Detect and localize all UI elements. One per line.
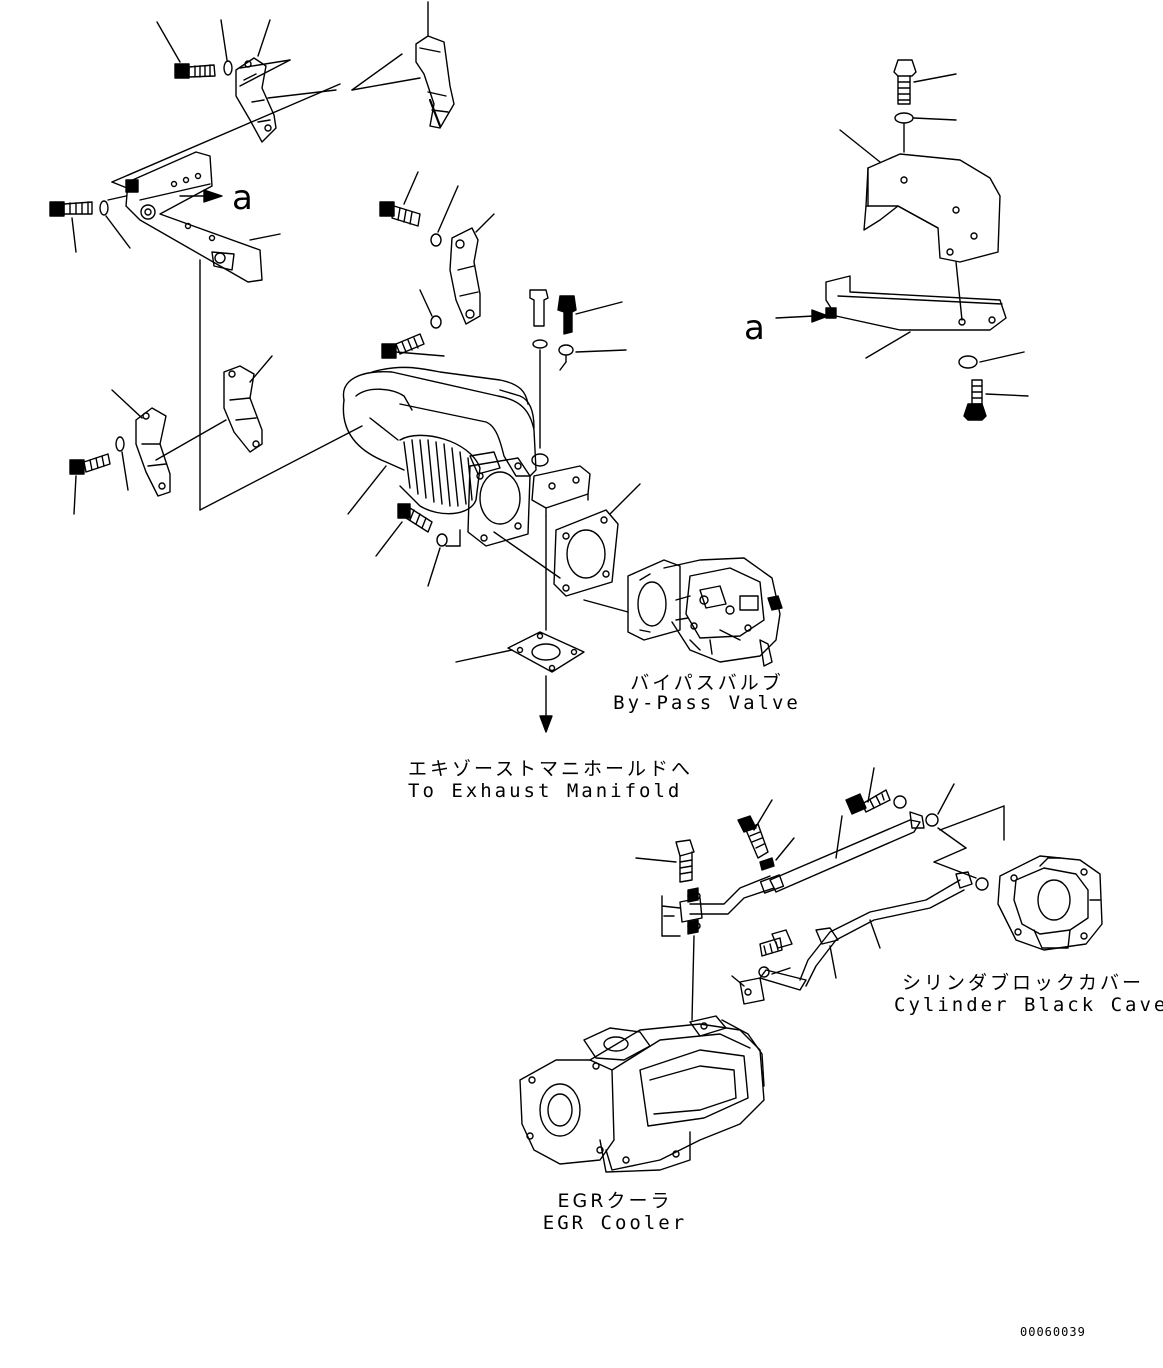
- bypass-valve: [627, 557, 783, 667]
- bypass-valve-label-en: By-Pass Valve: [613, 692, 801, 714]
- left-upper-bracket-group: [156, 19, 337, 143]
- left-lower-clamp-group: [69, 355, 273, 515]
- document-number: 00060039: [1020, 1325, 1086, 1339]
- reference-mark-left: a: [232, 178, 253, 218]
- pipe-top-bolts: [529, 289, 627, 449]
- egr-hose-group: [635, 767, 1005, 1021]
- bolt-center-2: [381, 333, 425, 359]
- exhaust-manifold-label-jp: エキゾーストマニホールドへ: [408, 758, 694, 780]
- bolt-hose-lower: [759, 929, 793, 957]
- cylinder-cover-label-jp: シリンダブロックカバー: [901, 972, 1144, 994]
- bolt-hose-center: [737, 799, 795, 871]
- center-clamp-group: [379, 171, 495, 359]
- gasket-bottom: [455, 515, 585, 733]
- cylinder-block-cover: [997, 855, 1103, 951]
- bolt-center-1: [379, 201, 421, 227]
- bolt-right-bottom: [963, 379, 1029, 421]
- bolt-lower-left: [69, 453, 111, 475]
- egr-cooler-label-en: EGR Cooler: [542, 1212, 688, 1234]
- bracket-plate-left: [125, 151, 263, 283]
- right-bracket-group: [775, 59, 1029, 421]
- bypass-valve-label-jp: バイパスバルブ: [630, 672, 784, 694]
- egr-cooler: [519, 1015, 765, 1173]
- cylinder-cover-label-en: Cylinder Black Caver: [894, 994, 1163, 1016]
- reference-mark-right: a: [744, 308, 765, 348]
- bolt-right-top: [893, 59, 957, 153]
- bolt-hose-left: [635, 839, 695, 883]
- bolt-pipe-lower: [375, 503, 461, 587]
- washer-upper-left: [223, 60, 233, 76]
- clamp-upper-left: [235, 57, 277, 143]
- egr-cooler-label-jp: EGRクーラ: [557, 1190, 673, 1212]
- exhaust-manifold-label-en: To Exhaust Manifold: [408, 780, 683, 802]
- bolt-hose-top: [845, 767, 891, 815]
- bolt-upper-left: [174, 63, 216, 79]
- bypass-pipe: [342, 366, 591, 547]
- top-center-clamp: [351, 1, 455, 129]
- gasket-right: [493, 483, 641, 613]
- bolt-left-plate: [49, 195, 131, 253]
